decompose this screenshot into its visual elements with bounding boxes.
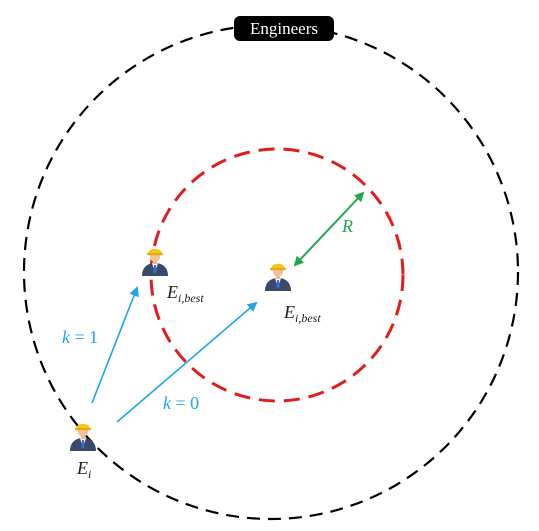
diagram-title: Engineers [234, 16, 334, 41]
label-subscript: i,best [295, 311, 321, 325]
label-engineer-left-best: Ei,best [167, 282, 204, 305]
label-k-zero: k = 0 [163, 393, 199, 414]
label-base: E [284, 302, 295, 322]
label-engineer-current: Ei [77, 458, 92, 481]
label-var: k [62, 327, 70, 347]
label-val: 1 [89, 327, 99, 347]
label-op: = [74, 327, 85, 347]
arrow-k-zero [116, 301, 258, 423]
inner-circle [149, 147, 405, 403]
label-op: = [175, 393, 186, 413]
label-base: E [77, 458, 88, 478]
arrow-k-one [91, 286, 139, 404]
outer-circle [22, 23, 520, 521]
engineer-icon [70, 423, 96, 451]
radius-arrow [293, 191, 365, 267]
label-subscript: i [88, 467, 92, 481]
label-k-one: k = 1 [62, 327, 98, 348]
label-var: k [163, 393, 171, 413]
label-val: 0 [190, 393, 200, 413]
label-base: E [167, 282, 178, 302]
engineer-icon [142, 248, 168, 276]
label-engineer-center-best: Ei,best [284, 302, 321, 325]
engineer-icon [265, 263, 291, 291]
label-radius: R [342, 216, 353, 236]
label-subscript: i,best [178, 291, 204, 305]
